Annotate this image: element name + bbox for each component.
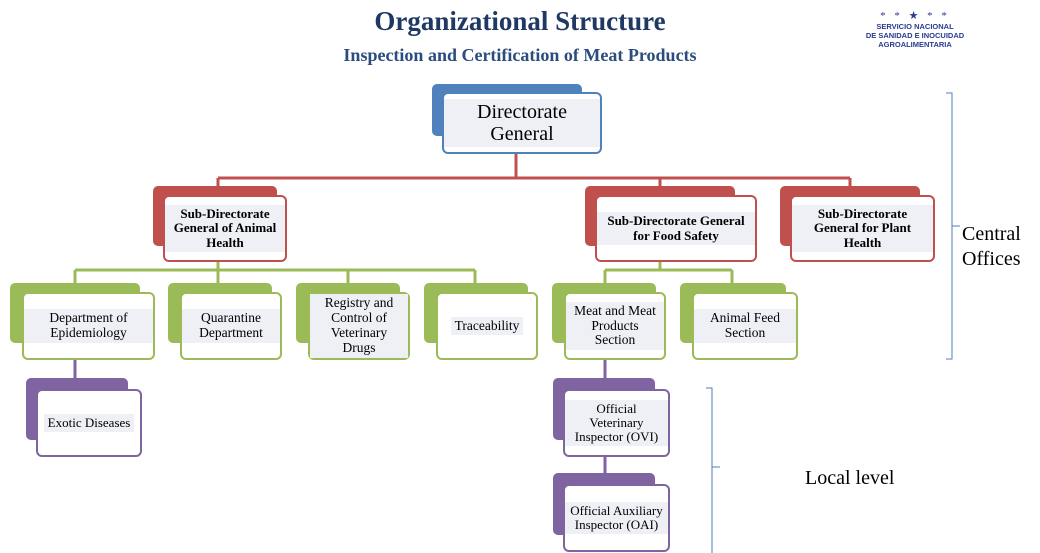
dept-epidemiology-label: Department of Epidemiology bbox=[24, 309, 153, 343]
sub-food-safety-box: Sub-Directorate General for Food Safety bbox=[585, 186, 765, 263]
sub-plant-health-box: Sub-Directorate General for Plant Health bbox=[780, 186, 935, 263]
purple-connectors bbox=[73, 355, 607, 478]
sub-food-safety-label: Sub-Directorate General for Food Safety bbox=[597, 212, 755, 245]
sub-plant-health-label: Sub-Directorate General for Plant Health bbox=[792, 205, 933, 252]
local-level-label: Local level bbox=[805, 467, 895, 489]
directorate-general-box: Directorate General bbox=[432, 84, 604, 156]
dept-registry-box: Registry and Control of Veterinary Drugs bbox=[296, 283, 410, 360]
dept-traceability-label: Traceability bbox=[450, 316, 524, 336]
oai-box: Official Auxiliary Inspector (OAI) bbox=[553, 473, 670, 552]
logo-stars: * * ★ * * bbox=[880, 10, 950, 22]
dept-traceability-box: Traceability bbox=[424, 283, 538, 360]
connector-food-safety bbox=[603, 258, 734, 290]
exotic-diseases-box: Exotic Diseases bbox=[26, 378, 142, 457]
logo-line-2: DE SANIDAD E INOCUIDAD bbox=[865, 31, 965, 40]
section-meat-box: Meat and Meat Products Section bbox=[552, 283, 666, 360]
logo: * * ★ * * SERVICIO NACIONAL DE SANIDAD E… bbox=[840, 10, 990, 49]
logo-line-1: SERVICIO NACIONAL bbox=[876, 22, 954, 31]
dept-quarantine-box: Quarantine Department bbox=[168, 283, 282, 360]
section-feed-box: Animal Feed Section bbox=[680, 283, 798, 360]
oai-label: Official Auxiliary Inspector (OAI) bbox=[565, 501, 668, 535]
dept-epidemiology-box: Department of Epidemiology bbox=[10, 283, 155, 360]
page-subtitle: Inspection and Certification of Meat Pro… bbox=[343, 45, 697, 65]
dept-registry-label: Registry and Control of Veterinary Drugs bbox=[310, 294, 408, 358]
sub-animal-health-label: Sub-Directorate General of Animal Health bbox=[165, 205, 285, 252]
ovi-box: Official Veterinary Inspector (OVI) bbox=[553, 378, 670, 457]
dept-quarantine-label: Quarantine Department bbox=[182, 309, 280, 343]
page-title: Organizational Structure bbox=[374, 6, 666, 36]
sub-animal-health-box: Sub-Directorate General of Animal Health bbox=[153, 186, 287, 263]
directorate-general-label: Directorate General bbox=[444, 99, 600, 147]
brace-lines bbox=[706, 92, 960, 553]
green-connectors bbox=[73, 258, 734, 290]
central-brace bbox=[946, 92, 960, 360]
central-offices-label: Central Offices bbox=[962, 223, 1021, 270]
connector-animal-health bbox=[73, 258, 477, 290]
local-brace bbox=[706, 387, 720, 553]
section-meat-label: Meat and Meat Products Section bbox=[566, 301, 664, 351]
exotic-diseases-label: Exotic Diseases bbox=[43, 413, 135, 433]
logo-line-3: AGROALIMENTARIA bbox=[878, 40, 952, 49]
ovi-label: Official Veterinary Inspector (OVI) bbox=[565, 399, 668, 447]
section-feed-label: Animal Feed Section bbox=[694, 309, 796, 343]
